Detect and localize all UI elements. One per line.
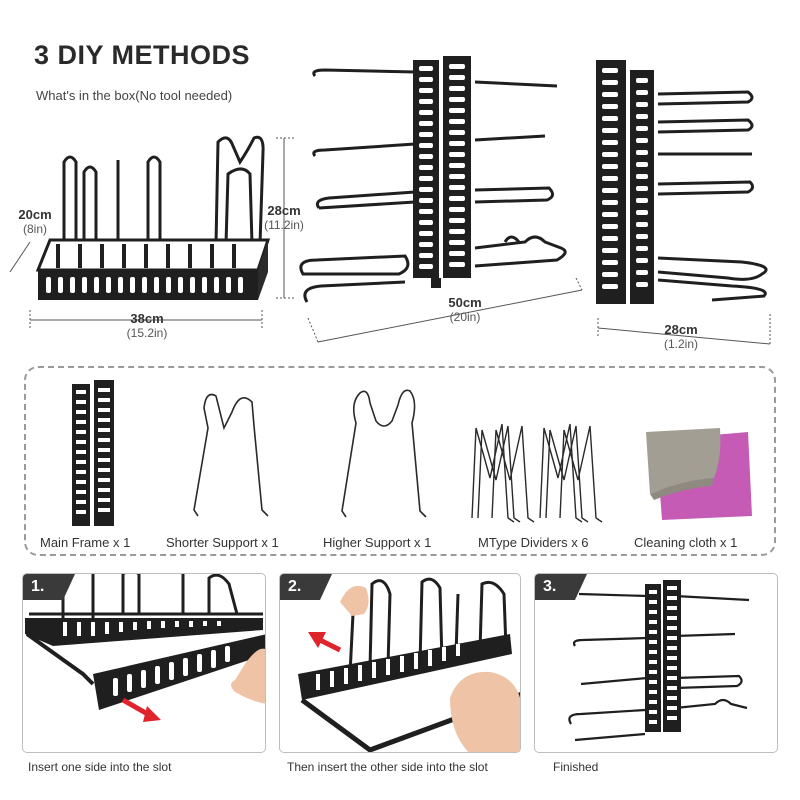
step-1-number: 1. [23,574,75,600]
step-3-caption: Finished [553,760,599,774]
base-width-in: (15.2in) [126,326,168,340]
dimension-line-vertical-length [307,278,583,343]
dimension-line-vertical-depth [597,314,771,346]
mtype-dividers-icon [471,423,603,523]
horizontal-rack-image [35,135,271,300]
box-item-label-shorter-support: Shorter Support x 1 [166,535,279,550]
cleaning-cloth-icon [646,428,752,520]
main-frame-icon [72,380,114,526]
step-2-caption: Then insert the other side into the slot [287,760,488,774]
vertical-depth-cm: 28cm [664,322,698,337]
box-item-label-higher-support: Higher Support x 1 [323,535,432,550]
box-item-label-mtype-dividers: MType Dividers x 6 [478,535,589,550]
vertical-length-in: (20in) [449,310,481,324]
step-1-image [25,574,265,722]
step-2-image [298,577,520,752]
step-1-panel: 1. [22,573,266,753]
base-height-cm: 28cm [267,203,301,218]
box-contents-panel [24,366,776,556]
step-2-number: 2. [280,574,332,600]
vertical-depth-in: (1.2in) [663,337,698,351]
step-3-panel: 3. [534,573,778,753]
base-depth-in: (8in) [22,222,47,236]
side-view-rack-image [596,60,768,304]
base-height-in: (11.2in) [264,218,304,232]
step-1-caption: Insert one side into the slot [28,760,172,774]
box-item-label-main-frame: Main Frame x 1 [40,535,131,550]
step-2-panel: 2. [279,573,521,753]
step-3-image [568,580,750,742]
vertical-length-cm: 50cm [448,295,482,310]
page-subtitle: What's in the box(No tool needed) [36,88,233,103]
shorter-support-icon [193,393,269,517]
box-item-label-cleaning-cloth: Cleaning cloth x 1 [634,535,738,550]
step-3-number: 3. [535,574,587,600]
dimension-lines-horizontal [9,137,296,328]
higher-support-icon [341,389,427,518]
base-width-cm: 38cm [130,311,164,326]
vertical-rack-image [299,56,567,303]
page-title: 3 DIY METHODS [34,40,251,70]
base-depth-cm: 20cm [18,207,52,222]
